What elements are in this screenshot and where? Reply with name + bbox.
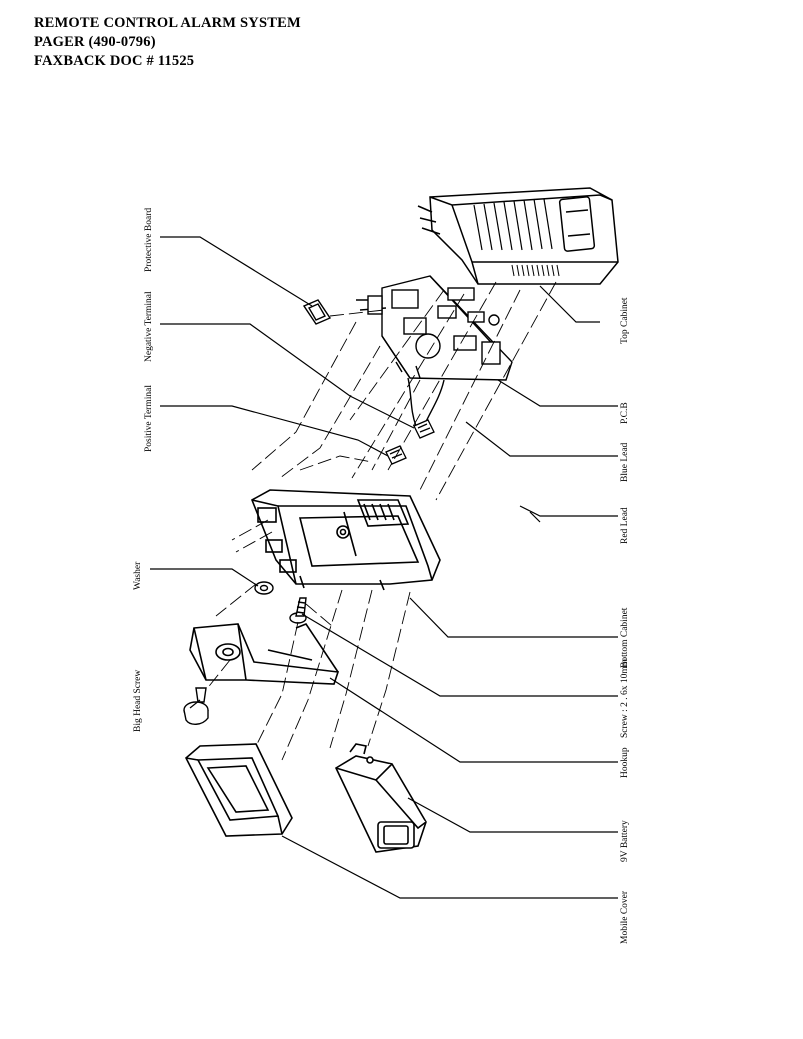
document-header: REMOTE CONTROL ALARM SYSTEM PAGER (490-0… — [34, 14, 301, 71]
label-big-head-screw: Big Head Screw — [133, 670, 143, 732]
label-mobile-cover: Mobile Cover — [620, 890, 630, 944]
assembly-guide-lines — [205, 281, 557, 761]
label-protective-board: Protective Board — [144, 208, 154, 272]
washer-drawing — [254, 581, 274, 595]
header-doc-number: FAXBACK DOC # 11525 — [34, 53, 195, 69]
protective-board-drawing — [302, 299, 332, 325]
label-positive-terminal: Positive Terminal — [144, 385, 154, 452]
positive-terminal-drawing — [385, 445, 407, 465]
label-battery: 9V Battery — [620, 820, 630, 862]
battery-drawing — [334, 743, 427, 853]
label-pcb: P.C.B — [620, 402, 630, 424]
header-model: PAGER (490-0796) — [34, 34, 156, 50]
label-washer: Washer — [133, 561, 143, 590]
label-bottom-cabinet: Bottom Cabinet — [620, 607, 630, 668]
label-hookup: Hookup — [620, 747, 630, 778]
label-red-lead: Red Lead — [620, 507, 630, 544]
label-negative-terminal: Negative Terminal — [144, 291, 154, 362]
header-title: REMOTE CONTROL ALARM SYSTEM — [34, 15, 301, 31]
big-head-screw-drawing — [183, 687, 209, 725]
label-top-cabinet: Top Cabinet — [620, 297, 630, 344]
leader-lines — [150, 236, 618, 899]
hookup-drawing — [189, 623, 340, 685]
label-blue-lead: Blue Lead — [620, 442, 630, 482]
negative-terminal-drawing — [413, 419, 435, 439]
bottom-cabinet-drawing — [250, 489, 441, 591]
top-cabinet-drawing — [417, 187, 619, 285]
mobile-cover-drawing — [185, 743, 293, 837]
label-screw: Screw : 2 . 6x 10mm — [620, 658, 630, 738]
pcb-drawing — [356, 275, 513, 427]
screw-drawing — [289, 597, 307, 624]
